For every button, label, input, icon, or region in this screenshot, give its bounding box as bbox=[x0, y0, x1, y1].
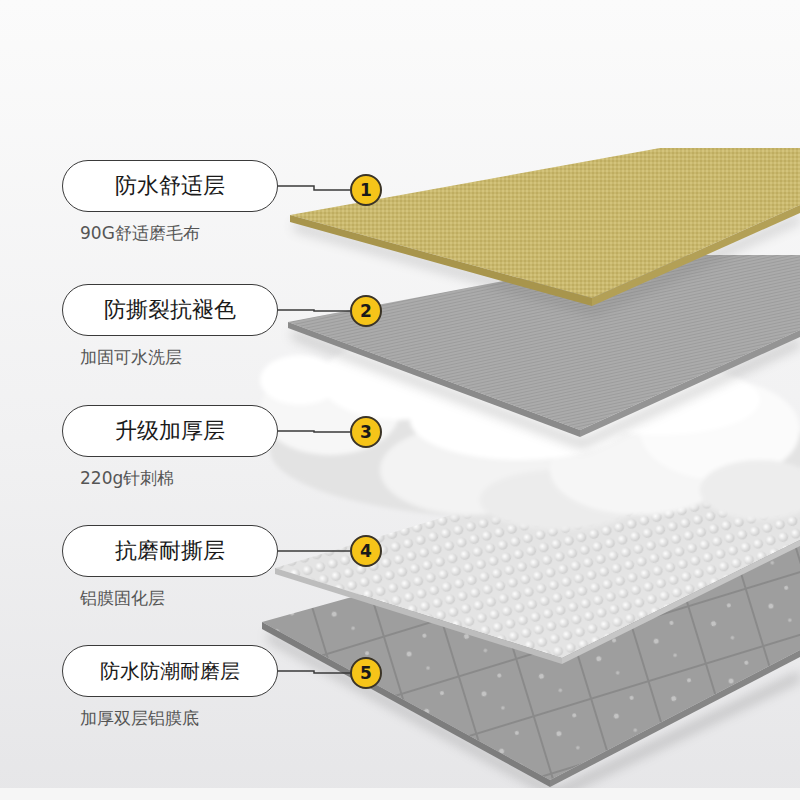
layer-title: 防水防潮耐磨层 bbox=[62, 645, 278, 697]
callout-number: 2 bbox=[350, 295, 382, 327]
callout-circle: 1 bbox=[350, 174, 382, 206]
layer-note: 220g针刺棉 bbox=[80, 467, 278, 490]
layer-label: 防水防潮耐磨层加厚双层铝膜底 bbox=[62, 645, 278, 730]
callout-circle: 4 bbox=[350, 535, 382, 567]
layer-title: 防水舒适层 bbox=[62, 160, 278, 212]
leader-line bbox=[278, 186, 350, 190]
leader-line bbox=[278, 310, 350, 311]
layer-label: 防撕裂抗褪色加固可水洗层 bbox=[62, 284, 278, 369]
layer-note: 90G舒适磨毛布 bbox=[80, 222, 278, 245]
callout-circle: 3 bbox=[350, 416, 382, 448]
callout-number: 3 bbox=[350, 416, 382, 448]
layer-note: 加固可水洗层 bbox=[80, 346, 278, 369]
callout-circle: 2 bbox=[350, 295, 382, 327]
layer-note: 加厚双层铝膜底 bbox=[80, 707, 278, 730]
layer-label: 防水舒适层 90G舒适磨毛布 bbox=[62, 160, 278, 245]
callout-circle: 5 bbox=[350, 657, 382, 689]
leader-line bbox=[278, 431, 350, 432]
callout-number: 1 bbox=[350, 174, 382, 206]
layer-title: 升级加厚层 bbox=[62, 405, 278, 457]
layer-title: 防撕裂抗褪色 bbox=[62, 284, 278, 336]
layer-title: 抗磨耐撕层 bbox=[62, 525, 278, 577]
layer-label: 抗磨耐撕层铝膜固化层 bbox=[62, 525, 278, 610]
callout-number: 5 bbox=[350, 657, 382, 689]
callout-number: 4 bbox=[350, 535, 382, 567]
layer-label: 升级加厚层 220g针刺棉 bbox=[62, 405, 278, 490]
leader-line bbox=[278, 550, 350, 552]
leader-line bbox=[278, 671, 350, 673]
layer-note: 铝膜固化层 bbox=[80, 587, 278, 610]
